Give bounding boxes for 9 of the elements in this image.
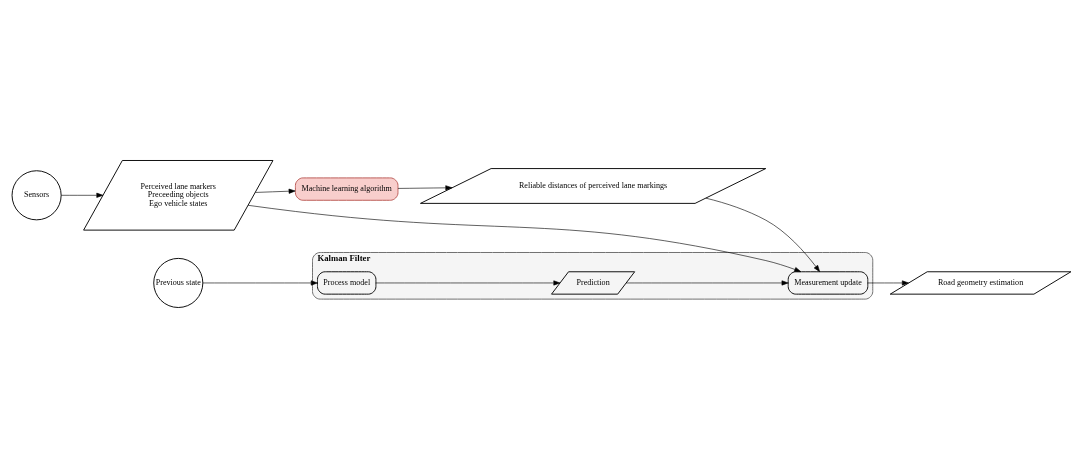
arrow: [60, 192, 104, 198]
arrow: [247, 205, 802, 272]
arrow: [255, 188, 296, 194]
arrow: [397, 185, 453, 191]
arrow: [375, 280, 561, 286]
arrow: [705, 197, 820, 272]
arrow: [202, 280, 318, 286]
arrow: [625, 280, 789, 286]
arrow: [867, 280, 909, 286]
